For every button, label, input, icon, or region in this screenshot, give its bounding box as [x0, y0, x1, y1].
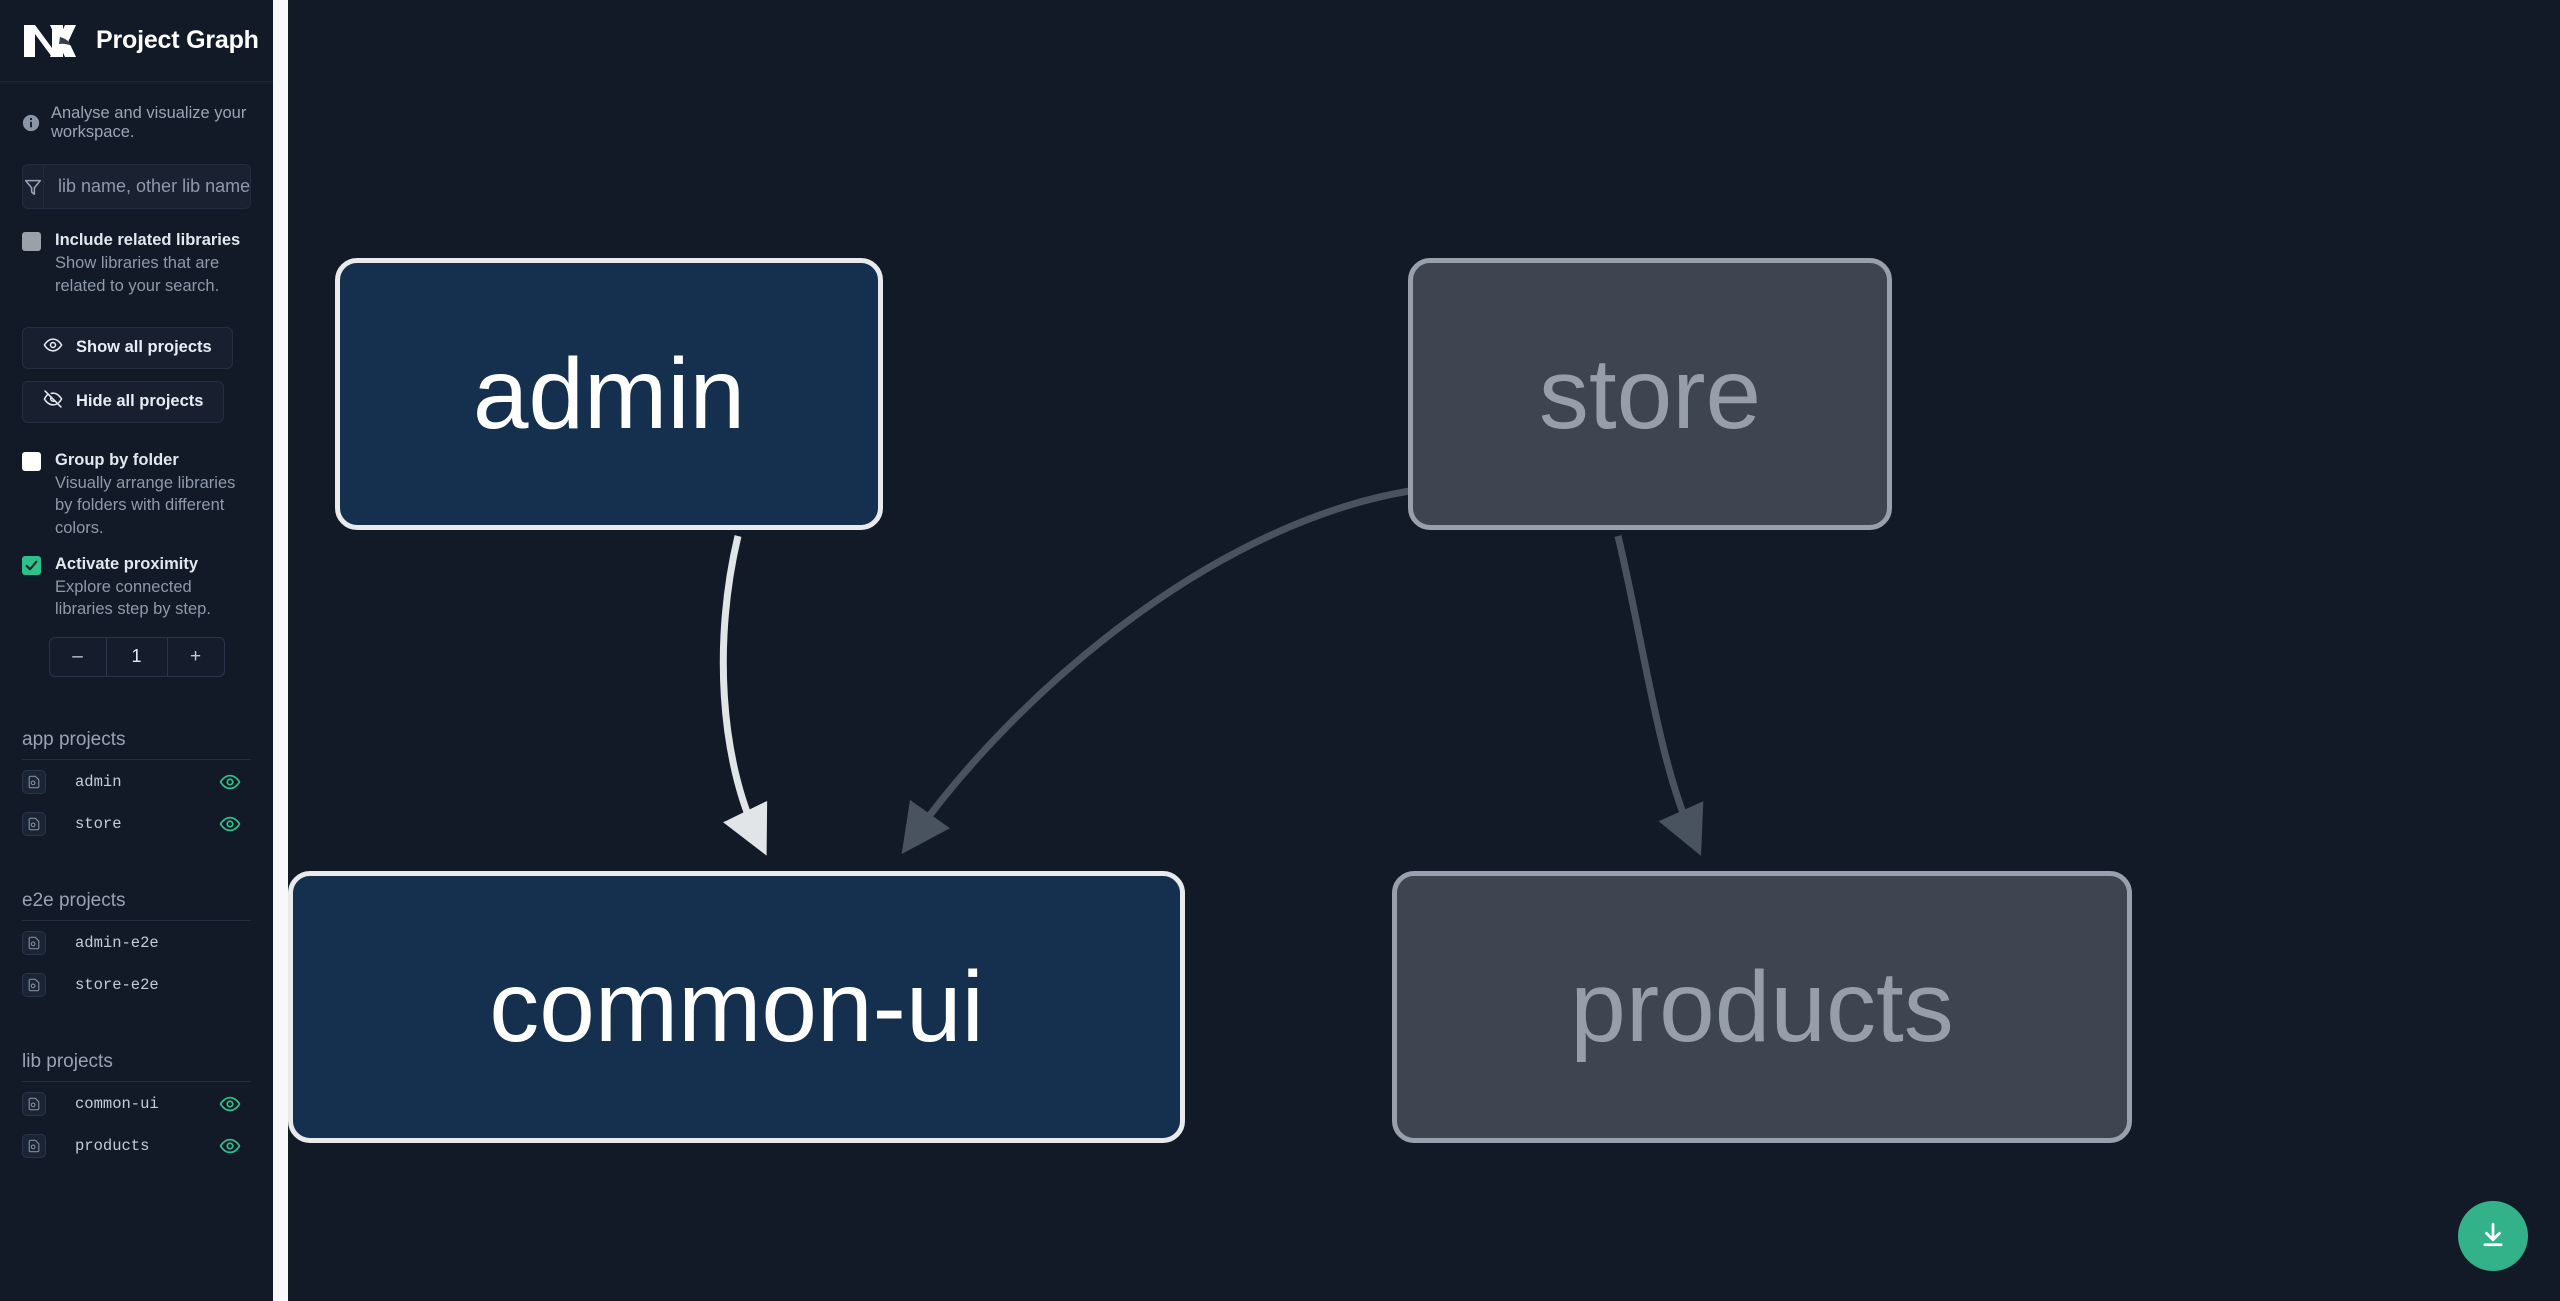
- project-group-e2e: e2e projects admin-e2e store-: [0, 890, 273, 1005]
- group-by-folder-description: Visually arrange libraries by folders wi…: [55, 474, 236, 537]
- sidebar-scrollbar[interactable]: [273, 0, 288, 1301]
- sidebar: Project Graph Analyse and visualize your…: [0, 0, 273, 1301]
- show-all-projects-label: Show all projects: [76, 338, 212, 357]
- info-icon: [22, 114, 40, 132]
- project-icon: [22, 1091, 46, 1116]
- include-related-label: Include related libraries: [55, 231, 241, 249]
- page-title: Project Graph: [96, 26, 259, 54]
- option-include-related[interactable]: Include related libraries Show libraries…: [0, 209, 273, 297]
- include-related-description: Show libraries that are related to your …: [55, 254, 220, 295]
- graph-node-common-ui[interactable]: common-ui: [288, 871, 1185, 1143]
- option-activate-proximity[interactable]: Activate proximity Explore connected lib…: [0, 539, 273, 621]
- proximity-stepper: – 1 +: [22, 636, 251, 677]
- project-icon: [22, 811, 46, 836]
- edge-store-to-products: [1614, 535, 1704, 856]
- project-row-store-e2e[interactable]: store-e2e: [22, 965, 251, 1005]
- graph-node-label: admin: [472, 337, 746, 450]
- graph-edges: [719, 486, 1704, 856]
- graph-node-products[interactable]: products: [1392, 871, 2132, 1143]
- activate-proximity-label: Activate proximity: [55, 554, 199, 573]
- sidebar-header: Project Graph: [0, 0, 273, 82]
- project-icon: [22, 1133, 46, 1158]
- activate-proximity-checkbox[interactable]: [22, 555, 41, 575]
- show-all-projects-button[interactable]: Show all projects: [22, 326, 233, 369]
- project-name: store: [75, 814, 122, 833]
- nx-logo-icon: [22, 19, 78, 63]
- edge-store-to-common-ui: [901, 486, 1417, 854]
- project-row-store[interactable]: store: [22, 804, 251, 844]
- project-icon: [22, 930, 46, 955]
- tagline: Analyse and visualize your workspace.: [0, 82, 273, 160]
- project-group-title: app projects: [22, 729, 251, 760]
- group-by-folder-checkbox[interactable]: [22, 451, 41, 471]
- project-icon: [22, 769, 46, 794]
- project-icon: [22, 972, 46, 997]
- proximity-decrement-button[interactable]: –: [50, 638, 106, 676]
- activate-proximity-description: Explore connected libraries step by step…: [55, 578, 211, 619]
- graph-canvas[interactable]: admin store common-ui products: [288, 0, 2560, 1301]
- download-graph-button[interactable]: [2458, 1201, 2528, 1271]
- graph-node-label: common-ui: [489, 950, 984, 1063]
- funnel-icon: [23, 165, 44, 208]
- project-visibility-toggle[interactable]: [219, 771, 241, 793]
- download-icon: [2478, 1220, 2508, 1253]
- hide-all-projects-label: Hide all projects: [76, 392, 204, 411]
- project-name: store-e2e: [75, 975, 159, 994]
- project-name: products: [75, 1136, 150, 1155]
- project-row-products[interactable]: products: [22, 1126, 251, 1166]
- project-visibility-toggle[interactable]: [219, 1135, 241, 1157]
- group-by-folder-label: Group by folder: [55, 450, 179, 469]
- project-visibility-toggle[interactable]: [219, 1093, 241, 1115]
- graph-node-store[interactable]: store: [1408, 258, 1892, 530]
- edge-admin-to-common-ui: [719, 535, 768, 856]
- project-group-lib: lib projects common-ui: [0, 1051, 273, 1166]
- include-related-checkbox[interactable]: [22, 232, 41, 251]
- option-group-by-folder[interactable]: Group by folder Visually arrange librari…: [0, 423, 273, 539]
- proximity-value: 1: [105, 637, 168, 676]
- project-group-title: lib projects: [22, 1051, 251, 1082]
- project-row-common-ui[interactable]: common-ui: [22, 1084, 251, 1124]
- search-field[interactable]: [22, 164, 251, 209]
- project-group-title: e2e projects: [22, 890, 251, 921]
- graph-node-admin[interactable]: admin: [335, 258, 883, 530]
- tagline-text: Analyse and visualize your workspace.: [51, 104, 247, 141]
- eye-off-icon: [43, 389, 63, 414]
- graph-node-label: products: [1570, 950, 1954, 1063]
- project-name: admin: [75, 772, 122, 791]
- project-name: admin-e2e: [75, 933, 159, 952]
- proximity-increment-button[interactable]: +: [168, 638, 224, 676]
- graph-node-label: store: [1538, 337, 1762, 450]
- hide-all-projects-button[interactable]: Hide all projects: [22, 380, 225, 423]
- eye-icon: [43, 335, 63, 360]
- project-name: common-ui: [75, 1094, 159, 1113]
- project-group-app: app projects admin: [0, 729, 273, 844]
- project-row-admin-e2e[interactable]: admin-e2e: [22, 923, 251, 963]
- project-row-admin[interactable]: admin: [22, 762, 251, 802]
- search-input[interactable]: [44, 165, 250, 208]
- project-visibility-toggle[interactable]: [219, 813, 241, 835]
